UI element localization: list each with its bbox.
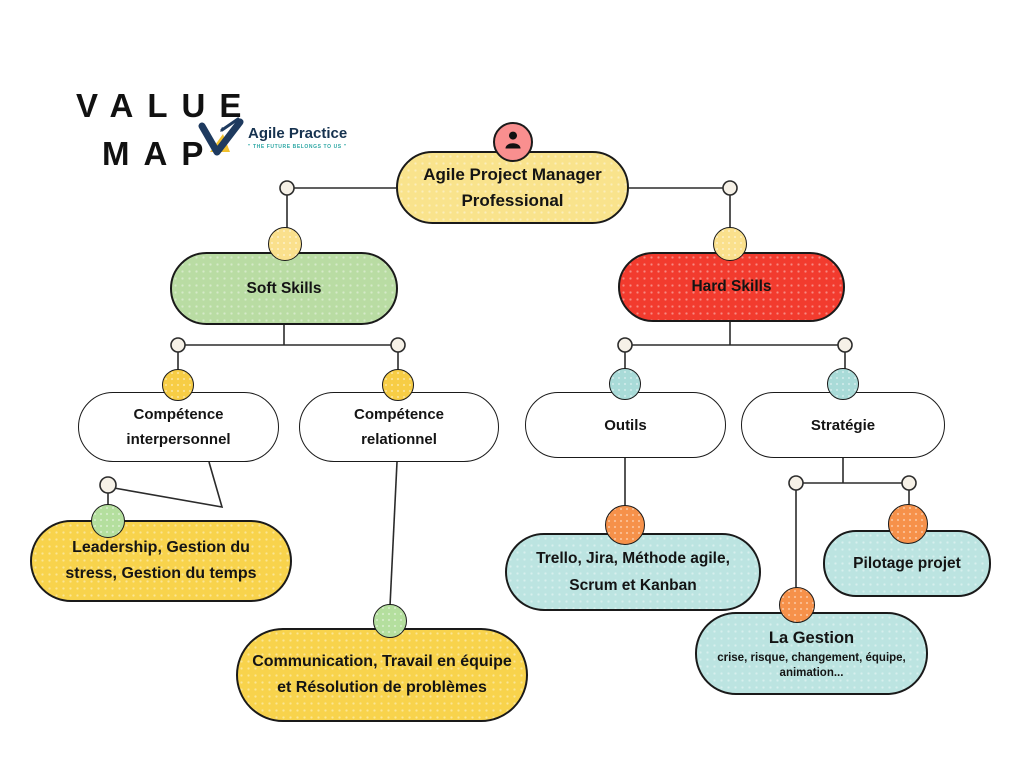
page-title: VALUE MAP	[76, 82, 255, 178]
child-dot-competence-interpersonnel	[162, 369, 194, 401]
child-dot-outils	[609, 368, 641, 400]
node-competence-relationnel-label: Compétence relationnel	[353, 406, 445, 448]
node-leadership-label: Leadership, Gestion du stress, Gestion d…	[65, 539, 257, 582]
node-la-gestion-title: La Gestion	[768, 628, 855, 647]
node-competence-interpersonnel[interactable]: Compétence interpersonnel	[78, 392, 279, 462]
leaf-dot-communication	[373, 604, 407, 638]
node-root[interactable]: Agile Project Manager Professional	[396, 151, 629, 224]
node-outils[interactable]: Outils	[525, 392, 726, 458]
node-competence-interpersonnel-label: Compétence interpersonnel	[126, 406, 231, 448]
junction-node	[617, 337, 633, 353]
leaf-dot-leadership	[91, 504, 125, 538]
node-competence-relationnel[interactable]: Compétence relationnel	[299, 392, 499, 462]
node-la-gestion[interactable]: La Gestion crise, risque, changement, éq…	[695, 612, 928, 695]
node-communication-label: Communication, Travail en équipe et Réso…	[252, 653, 512, 696]
node-trello[interactable]: Trello, Jira, Méthode agile, Scrum et Ka…	[505, 533, 761, 611]
node-pilotage-projet[interactable]: Pilotage projet	[823, 530, 991, 597]
node-strategie-label: Stratégie	[810, 416, 876, 434]
logo-name: Agile Practice	[248, 124, 348, 142]
junction-node	[722, 180, 738, 196]
node-leadership[interactable]: Leadership, Gestion du stress, Gestion d…	[30, 520, 292, 602]
branch-dot-soft	[268, 227, 302, 261]
node-trello-label: Trello, Jira, Méthode agile, Scrum et Ka…	[536, 550, 730, 594]
child-dot-strategie	[827, 368, 859, 400]
agile-practice-logo-icon	[198, 114, 244, 161]
leaf-dot-trello	[605, 505, 645, 545]
leaf-dot-la-gestion	[779, 587, 815, 623]
junction-node	[170, 337, 186, 353]
node-soft-skills[interactable]: Soft Skills	[170, 252, 398, 325]
node-hard-skills[interactable]: Hard Skills	[618, 252, 845, 322]
connector-zigzag	[113, 461, 224, 509]
node-la-gestion-subtitle: crise, risque, changement, équipe, anima…	[717, 651, 906, 679]
junction-node	[390, 337, 406, 353]
connector-line	[389, 461, 398, 607]
node-strategie[interactable]: Stratégie	[741, 392, 945, 458]
agile-practice-logo: Agile Practice " THE FUTURE BELONGS TO U…	[198, 114, 347, 161]
logo-tagline: " THE FUTURE BELONGS TO US "	[248, 143, 347, 150]
node-root-label: Agile Project Manager Professional	[423, 164, 602, 210]
child-dot-competence-relationnel	[382, 369, 414, 401]
junction-node	[788, 475, 804, 491]
node-soft-skills-label: Soft Skills	[246, 279, 322, 297]
page-title-line2: MAP	[102, 135, 218, 172]
node-pilotage-projet-label: Pilotage projet	[853, 554, 961, 572]
junction-node	[99, 476, 117, 494]
person-icon	[501, 128, 525, 157]
junction-node	[279, 180, 295, 196]
node-communication[interactable]: Communication, Travail en équipe et Réso…	[236, 628, 528, 722]
node-outils-label: Outils	[604, 416, 647, 434]
page-title-line1: VALUE	[76, 87, 256, 124]
node-hard-skills-label: Hard Skills	[691, 278, 772, 295]
agile-practice-logo-text: Agile Practice " THE FUTURE BELONGS TO U…	[248, 124, 348, 150]
leaf-dot-pilotage	[888, 504, 928, 544]
branch-dot-hard	[713, 227, 747, 261]
junction-node	[837, 337, 853, 353]
junction-node	[901, 475, 917, 491]
root-badge	[493, 122, 533, 162]
